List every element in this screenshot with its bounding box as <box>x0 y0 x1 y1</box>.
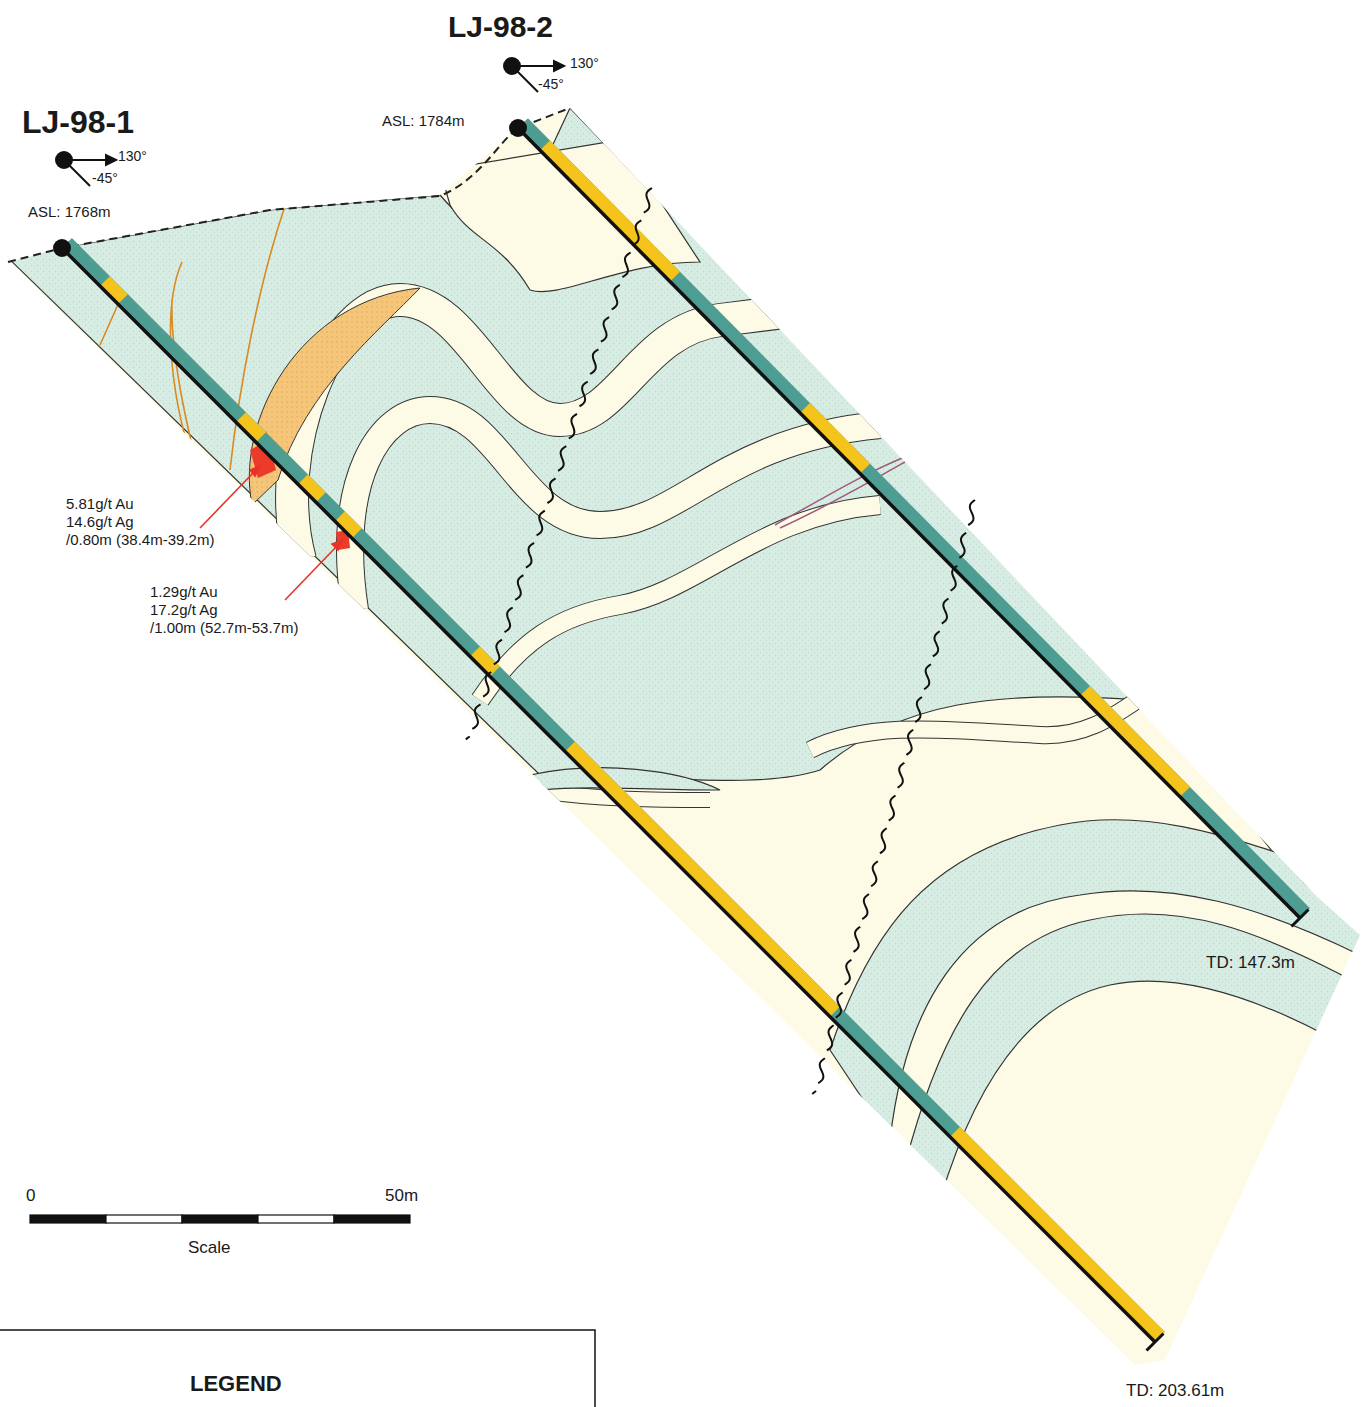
alteration-strip <box>67 243 1160 1337</box>
collar-point <box>510 120 526 136</box>
assay-value: 1.29g/t Au <box>150 583 218 600</box>
total-depth-tick <box>1291 910 1308 927</box>
fault-trace <box>466 188 652 739</box>
scale-title: Scale <box>188 1238 231 1258</box>
drill-holes <box>62 123 1309 1350</box>
drill-trace <box>62 248 1155 1342</box>
leader-arrow <box>250 466 260 476</box>
orange-unit <box>249 288 420 505</box>
scale-segment <box>334 1215 410 1223</box>
azimuth-arrow <box>512 65 556 67</box>
scale-segment <box>106 1215 182 1223</box>
mineralized-strip <box>241 417 261 437</box>
dip-line <box>514 68 538 92</box>
mineralized-strip <box>955 1132 1160 1337</box>
fold-bands <box>100 206 1170 800</box>
total-depth: TD: 203.61m <box>1126 1381 1224 1401</box>
scale-segment <box>258 1215 334 1223</box>
total-depth: TD: 147.3m <box>1206 953 1295 973</box>
legend-title: LEGEND <box>190 1371 282 1396</box>
mineralized-strip <box>303 479 321 497</box>
green-unit <box>530 768 720 790</box>
scale-bar <box>30 1215 410 1223</box>
azimuth-arrowhead <box>554 61 564 71</box>
green-unit <box>0 108 1360 930</box>
fault-trace <box>812 500 975 1094</box>
azimuth-arrow <box>64 159 108 161</box>
assay-interval: /0.80m (38.4m-39.2m) <box>66 531 214 548</box>
dip: -45° <box>538 76 564 92</box>
collar-elevation: ASL: 1784m <box>382 112 465 129</box>
assay-value: 5.81g/t Au <box>66 495 134 512</box>
azimuth: 130° <box>118 148 147 164</box>
dip: -45° <box>92 170 118 186</box>
leader-line <box>200 472 254 528</box>
total-depth-tick <box>1147 1334 1164 1351</box>
drill-hole-name: LJ-98-2 <box>448 10 553 45</box>
azimuth-arrowhead <box>106 155 116 165</box>
dip-line <box>66 162 90 186</box>
mineralized-strip <box>475 651 495 671</box>
scale-number: 0 <box>26 1186 35 1206</box>
mineralized-strip <box>545 145 675 276</box>
collar-point <box>54 240 70 256</box>
mineralized-strip <box>105 281 123 299</box>
mineralized-strip <box>805 408 865 469</box>
assay-value: 17.2g/t Ag <box>150 601 218 618</box>
mineralized-strip <box>570 747 835 1012</box>
faults <box>466 188 975 1094</box>
collar-symbols <box>54 58 564 256</box>
azimuth: 130° <box>570 55 599 71</box>
assay-leaders <box>200 466 342 600</box>
scale-segment <box>30 1215 106 1223</box>
scale-number: 50m <box>385 1186 418 1206</box>
assay-value: 14.6g/t Ag <box>66 513 134 530</box>
leader-line <box>285 546 337 600</box>
leader-arrow <box>332 540 342 550</box>
mineralized-strip <box>1085 691 1185 792</box>
assay-interval: /1.00m (52.7m-53.7m) <box>150 619 298 636</box>
drill-hole-name: LJ-98-1 <box>22 104 134 141</box>
legend-box <box>0 1330 595 1407</box>
scale-segment <box>182 1215 258 1223</box>
cream-unit <box>440 140 700 292</box>
alteration-strip <box>523 123 1305 913</box>
drill-trace <box>518 128 1300 918</box>
collar-elevation: ASL: 1768m <box>28 203 111 220</box>
